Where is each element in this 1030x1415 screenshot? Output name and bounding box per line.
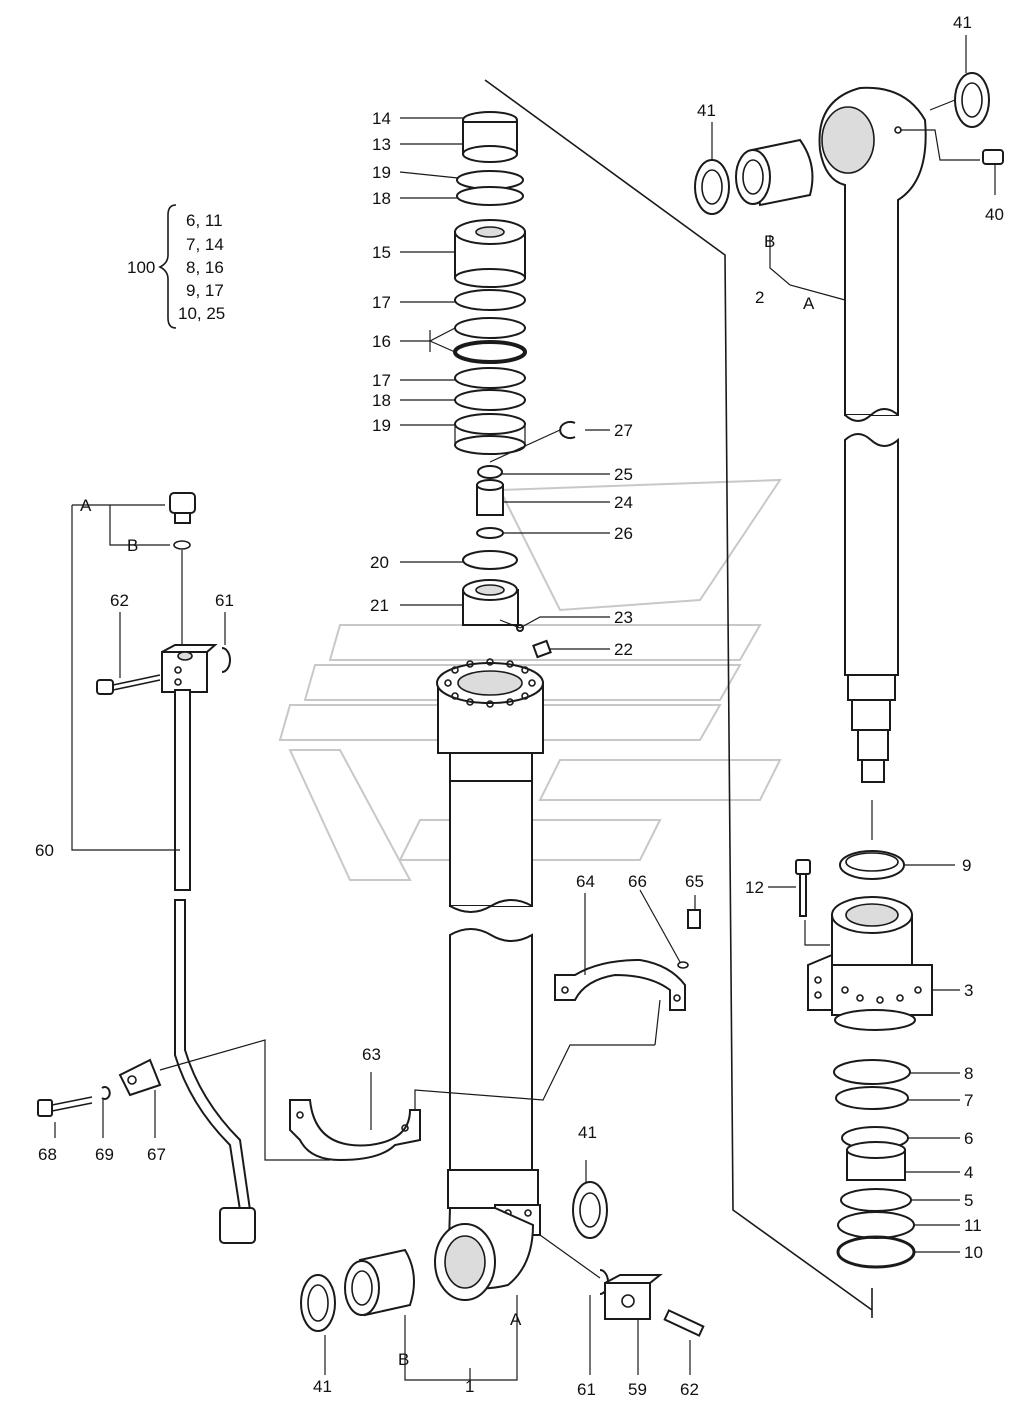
- label-62: 62: [680, 1380, 699, 1399]
- label-A: A: [510, 1310, 522, 1329]
- label-61: 61: [577, 1380, 596, 1399]
- label-63: 63: [362, 1045, 381, 1064]
- label-11: 11: [964, 1216, 982, 1235]
- label-10: 10: [964, 1243, 983, 1262]
- label-2: 2: [755, 288, 764, 307]
- label-19: 19: [372, 416, 391, 435]
- label-12: 12: [745, 878, 764, 897]
- label-A: A: [803, 294, 815, 313]
- label-41: 41: [697, 101, 716, 120]
- label-B: B: [127, 536, 138, 555]
- kit-item: 9, 17: [186, 281, 224, 300]
- label-22: 22: [614, 640, 633, 659]
- kit-number: 100: [127, 258, 155, 277]
- rod-assembly-2: [694, 72, 1004, 1269]
- label-16: 16: [372, 332, 391, 351]
- clamp-63: [289, 1099, 421, 1162]
- kit-item: 7, 14: [186, 235, 224, 254]
- label-67: 67: [147, 1145, 166, 1164]
- label-23: 23: [614, 608, 633, 627]
- label-A: A: [80, 496, 92, 515]
- label-9: 9: [962, 856, 971, 875]
- label-1: 1: [465, 1377, 474, 1396]
- kit-item: 6, 11: [186, 211, 223, 230]
- label-3: 3: [964, 981, 973, 1000]
- label-26: 26: [614, 524, 633, 543]
- label-65: 65: [685, 872, 704, 891]
- clamp-64: [414, 909, 701, 1110]
- label-64: 64: [576, 872, 595, 891]
- label-8: 8: [964, 1064, 973, 1083]
- label-27: 27: [614, 421, 633, 440]
- kit-item: 8, 16: [186, 258, 224, 277]
- label-14: 14: [372, 109, 391, 128]
- label-5: 5: [964, 1191, 973, 1210]
- label-17: 17: [372, 293, 391, 312]
- kit-item: 10, 25: [178, 304, 225, 323]
- foot-bushing-group: [300, 1181, 608, 1332]
- label-66: 66: [628, 872, 647, 891]
- label-18: 18: [372, 189, 391, 208]
- label-19: 19: [372, 163, 391, 182]
- label-59: 59: [628, 1380, 647, 1399]
- label-69: 69: [95, 1145, 114, 1164]
- flange-bolt-holes: [444, 658, 536, 708]
- callout-labels: 14 13 19 18 15 17 16 17 18 19 20 21 27 2…: [35, 13, 1004, 1399]
- label-68: 68: [38, 1145, 57, 1164]
- center-parts-stack: [434, 111, 576, 1301]
- leader-lines: [54, 35, 996, 1381]
- label-21: 21: [370, 596, 389, 615]
- label-B: B: [398, 1350, 409, 1369]
- label-40: 40: [985, 205, 1004, 224]
- label-6: 6: [964, 1129, 973, 1148]
- label-7: 7: [964, 1091, 973, 1110]
- label-60: 60: [35, 841, 54, 860]
- label-41: 41: [313, 1377, 332, 1396]
- label-B: B: [764, 232, 775, 251]
- label-41: 41: [578, 1123, 597, 1142]
- label-13: 13: [372, 135, 391, 154]
- label-62: 62: [110, 591, 129, 610]
- bottom-port-fitting: [539, 1234, 705, 1337]
- label-25: 25: [614, 465, 633, 484]
- watermark-logo: [278, 478, 782, 881]
- label-61: 61: [215, 591, 234, 610]
- label-41: 41: [953, 13, 972, 32]
- label-4: 4: [964, 1163, 973, 1182]
- label-20: 20: [370, 553, 389, 572]
- pipe-assembly-60: [37, 492, 330, 1244]
- label-18: 18: [372, 391, 391, 410]
- label-15: 15: [372, 243, 391, 262]
- frame-lines: [484, 79, 873, 1318]
- label-17: 17: [372, 371, 391, 390]
- label-24: 24: [614, 493, 633, 512]
- kit-brace: [158, 204, 177, 329]
